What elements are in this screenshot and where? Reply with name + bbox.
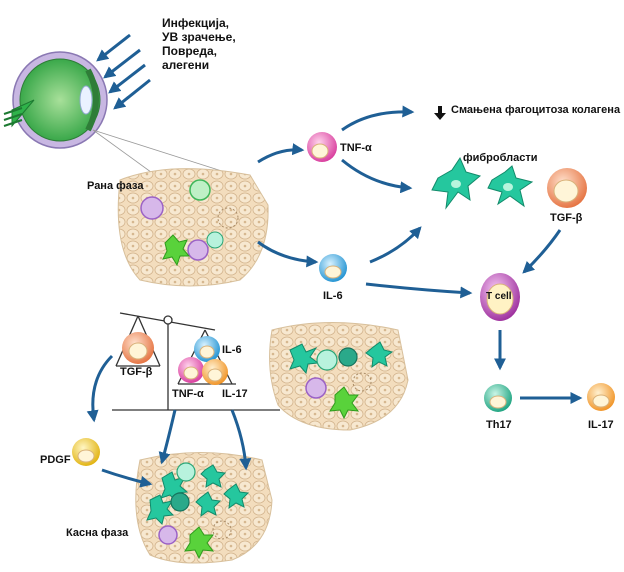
scale-tnf-alpha-cell <box>178 357 204 383</box>
il17-label: IL-17 <box>588 419 614 431</box>
scale-il6-label: IL-6 <box>222 344 242 356</box>
trigger-list: Инфекција, УВ зрачење, Повреда, алегени <box>162 16 236 72</box>
tgf-beta-label: TGF-β <box>550 212 583 224</box>
late-phase-label: Касна фаза <box>66 527 129 539</box>
scale-tnf-alpha-label: TNF-α <box>172 388 204 400</box>
scale-il17-cell <box>202 359 228 385</box>
down-arrow-icon <box>434 106 446 120</box>
scale-il6-cell <box>194 336 220 362</box>
t-cell <box>480 273 520 321</box>
early-phase-tissue <box>117 168 269 287</box>
pdgf-label: PDGF <box>40 454 71 466</box>
il17-cell <box>587 383 615 411</box>
tnf-alpha-label: TNF-α <box>340 142 372 154</box>
pdgf-cell <box>72 438 100 466</box>
scale-il17-label: IL-17 <box>222 388 248 400</box>
late-phase-tissue <box>135 452 273 564</box>
reduced-phagocytosis-label: Смањена фагоцитоза колагена <box>451 104 621 116</box>
fibroblasts-label: фибробласти <box>463 152 538 164</box>
scale-tgf-beta-label: TGF-β <box>120 366 153 378</box>
trigger-uv-radiation: УВ зрачење, <box>162 30 236 44</box>
tgf-beta-cell <box>547 168 587 208</box>
th17-cell <box>484 384 512 412</box>
fibroblast-1 <box>431 156 482 210</box>
trigger-infection: Инфекција, <box>162 16 229 30</box>
fibroblast-2 <box>487 165 534 208</box>
trigger-arrows <box>96 33 151 110</box>
middle-tissue <box>269 322 409 431</box>
trigger-injury: Повреда, <box>162 44 217 58</box>
early-phase-label: Рана фаза <box>87 180 144 192</box>
il6-cell <box>319 254 347 282</box>
scale-tgf-beta-cell <box>122 332 154 364</box>
tnf-alpha-cell <box>307 132 337 162</box>
t-cell-label: T cell <box>486 291 512 302</box>
trigger-allergens: алегени <box>162 58 210 72</box>
eye-illustration <box>3 51 251 181</box>
flow-arrows <box>86 105 583 488</box>
il6-label: IL-6 <box>323 290 343 302</box>
th17-label: Th17 <box>486 419 512 431</box>
